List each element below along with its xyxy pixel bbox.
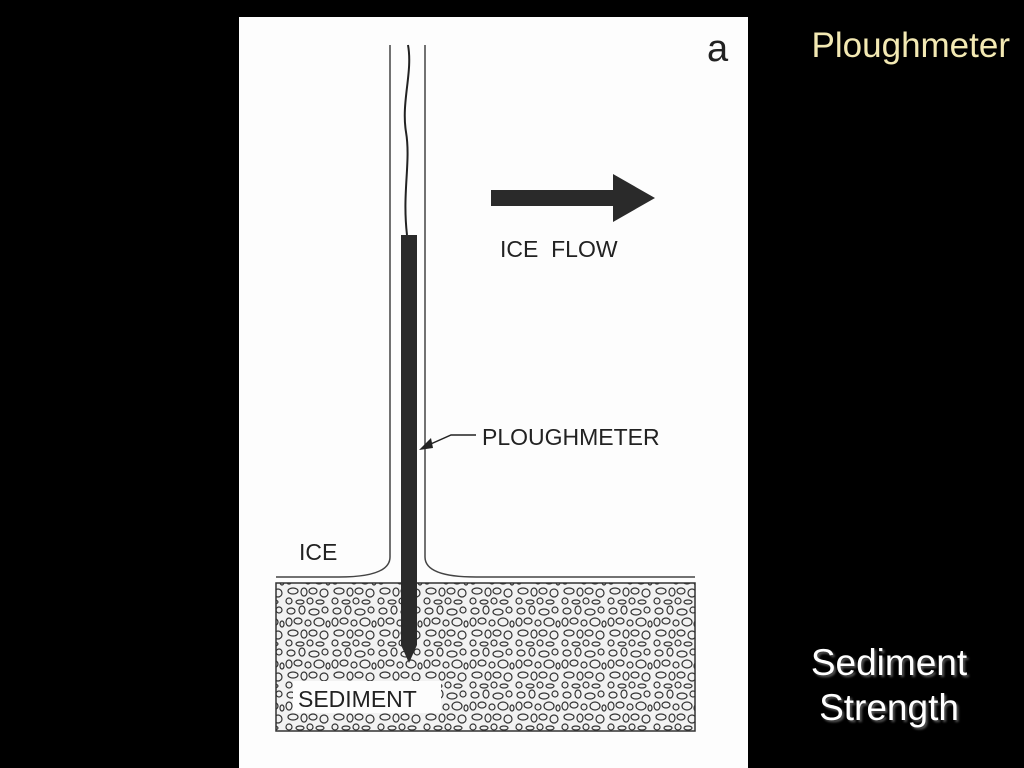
- ploughmeter-label: PLOUGHMETER: [482, 424, 660, 450]
- sediment-label: SEDIMENT: [298, 686, 417, 712]
- ploughmeter-diagram: a ICE FLOW PLOUGHMETER ICE SEDIMENT: [239, 17, 748, 768]
- ice-label: ICE: [299, 539, 337, 565]
- ice-flow-label: ICE FLOW: [500, 236, 618, 262]
- sediment-label-backdrop: [293, 681, 441, 713]
- slide-subtitle: Sediment Strength: [770, 640, 1008, 730]
- borehole-wall-right: [424, 45, 695, 578]
- ice-flow-arrow: [491, 174, 655, 222]
- ploughmeter-tip: [401, 645, 417, 663]
- ploughmeter-pointer-head: [419, 438, 433, 450]
- borehole-wall-left: [276, 45, 391, 578]
- cable: [403, 44, 411, 236]
- subtitle-line-2: Strength: [819, 687, 959, 728]
- ploughmeter-pointer: [423, 434, 476, 448]
- ploughmeter-rod: [401, 235, 417, 645]
- slide-title: Ploughmeter: [811, 26, 1010, 65]
- panel-letter: a: [707, 28, 729, 70]
- subtitle-line-1: Sediment: [810, 642, 968, 683]
